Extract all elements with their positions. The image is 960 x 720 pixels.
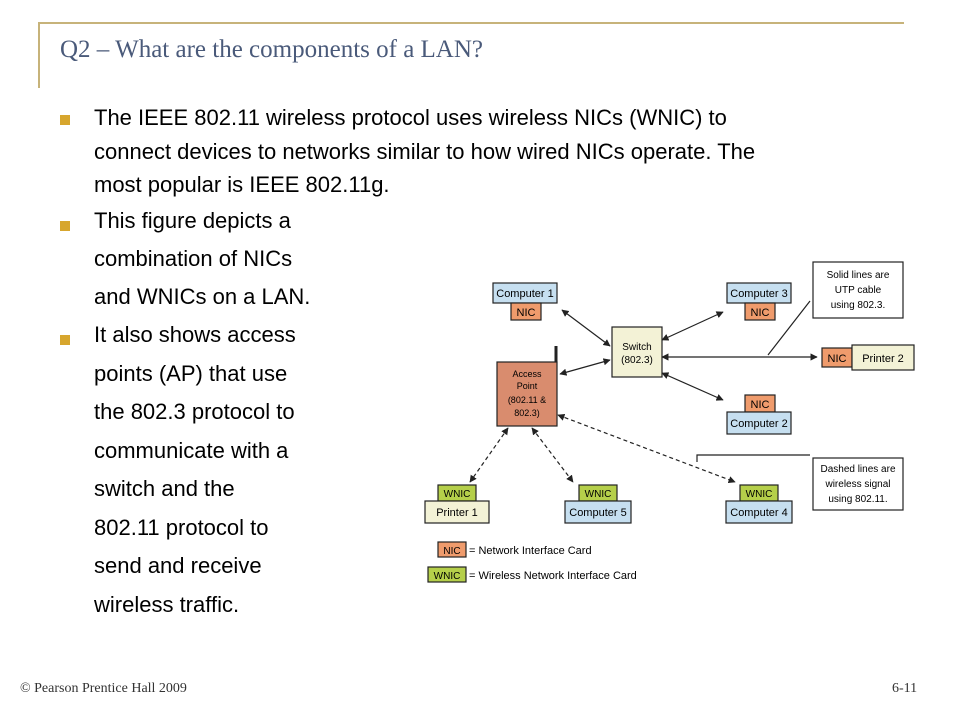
computer-3-nic bbox=[744, 302, 776, 321]
wireless-ap-printer1 bbox=[469, 427, 509, 483]
title-rule bbox=[38, 22, 904, 24]
computer-3-label: Computer 3 bbox=[730, 288, 787, 300]
computer-1-node: Computer 1 NIC bbox=[492, 282, 558, 321]
note-solid-line-2: UTP cable bbox=[835, 285, 882, 296]
legend-nic-text: = Network Interface Card bbox=[469, 545, 592, 557]
title-side-rule bbox=[38, 22, 40, 88]
printer-1-wnic-label: WNIC bbox=[444, 489, 471, 500]
legend-nic-swatch-label: NIC bbox=[443, 546, 460, 557]
printer-2-nic-label: NIC bbox=[828, 353, 847, 365]
note-dashed-line-2: wireless signal bbox=[824, 479, 890, 490]
slide-title: Q2 – What are the components of a LAN? bbox=[60, 36, 484, 63]
printer-2-label: Printer 2 bbox=[862, 353, 904, 365]
bullet-2-line-2: combination of NICs bbox=[94, 246, 293, 271]
cable-links bbox=[554, 300, 818, 462]
note-solid-line-3: using 802.3. bbox=[831, 300, 886, 311]
computer-1-nic-label: NIC bbox=[517, 307, 536, 319]
computer-1-nic bbox=[510, 302, 542, 321]
bullet-3-line-1: It also shows access bbox=[94, 322, 296, 347]
bullet-3-line-5: switch and the bbox=[94, 476, 235, 501]
switch-node: Switch (802.3) bbox=[611, 326, 663, 378]
footer-copyright: © Pearson Prentice Hall 2009 bbox=[20, 681, 187, 696]
bullet-3-line-7: send and receive bbox=[94, 553, 262, 578]
printer-1-label: Printer 1 bbox=[436, 507, 478, 519]
note-dashed-line-3: using 802.11. bbox=[828, 494, 887, 505]
switch-label-line-1: Switch bbox=[622, 342, 651, 353]
bullet-3-line-6: 802.11 protocol to bbox=[94, 515, 269, 540]
computer-1-label: Computer 1 bbox=[496, 288, 553, 300]
bullet-3-line-8: wireless traffic. bbox=[94, 592, 240, 617]
legend-wnic-swatch-label: WNIC bbox=[434, 571, 461, 582]
bullet-marker bbox=[60, 221, 70, 231]
computer-4-node: WNIC Computer 4 bbox=[725, 484, 793, 524]
bullet-1-line-3: most popular is IEEE 802.11g. bbox=[94, 172, 390, 197]
bullet-3-line-4: communicate with a bbox=[94, 438, 289, 463]
link-computer1-switch bbox=[561, 309, 611, 347]
note-solid-line-1: Solid lines are bbox=[827, 270, 890, 281]
note-dashed-lines: Dashed lines are wireless signal using 8… bbox=[812, 457, 904, 511]
computer-3-nic-label: NIC bbox=[751, 307, 770, 319]
bullet-1-line-1: The IEEE 802.11 wireless protocol uses w… bbox=[94, 105, 727, 130]
bullet-2-line-3: and WNICs on a LAN. bbox=[94, 284, 311, 309]
computer-2-label: Computer 2 bbox=[730, 418, 787, 430]
computer-3-node: Computer 3 NIC bbox=[726, 282, 792, 321]
note-dashed-pointer bbox=[696, 454, 810, 462]
legend-wnic-text: = Wireless Network Interface Card bbox=[469, 570, 637, 582]
switch-label-line-2: (802.3) bbox=[621, 355, 653, 366]
computer-5-label: Computer 5 bbox=[569, 507, 626, 519]
computer-5-node: WNIC Computer 5 bbox=[564, 484, 632, 524]
legend-wnic-swatch bbox=[427, 566, 467, 583]
wireless-links bbox=[469, 413, 736, 484]
computer-4-wnic-label: WNIC bbox=[746, 489, 773, 500]
wireless-ap-computer4 bbox=[557, 413, 736, 484]
wireless-ap-computer5 bbox=[531, 427, 574, 483]
bullet-1-line-2: connect devices to networks similar to h… bbox=[94, 139, 756, 164]
link-computer3-switch bbox=[661, 311, 724, 341]
bullet-marker bbox=[60, 115, 70, 125]
computer-5-wnic-label: WNIC bbox=[585, 489, 612, 500]
footer-page-number: 6-11 bbox=[892, 681, 918, 696]
bullet-marker bbox=[60, 335, 70, 345]
bullet-2-line-1: This figure depicts a bbox=[94, 208, 291, 233]
access-point-label-line-1: Access bbox=[512, 369, 542, 379]
computer-2-nic-label: NIC bbox=[751, 399, 770, 411]
access-point-label-line-3: (802.11 & bbox=[508, 395, 546, 405]
diagram-legend: NIC = Network Interface Card WNIC = Wire… bbox=[427, 541, 637, 583]
access-point-label-line-2: Point bbox=[517, 381, 538, 391]
link-computer2-switch bbox=[661, 372, 724, 401]
note-dashed-line-1: Dashed lines are bbox=[820, 464, 895, 475]
printer-2-node: NIC Printer 2 bbox=[821, 344, 915, 371]
bullet-3-line-2: points (AP) that use bbox=[94, 361, 288, 386]
access-point-label-line-4: 802.3) bbox=[514, 408, 540, 418]
printer-1-node: WNIC Printer 1 bbox=[424, 484, 490, 524]
computer-2-node: NIC Computer 2 bbox=[726, 394, 792, 435]
legend-nic-swatch bbox=[437, 541, 467, 558]
note-solid-pointer bbox=[767, 300, 811, 356]
access-point-node: Access Point (802.11 & 802.3) bbox=[496, 361, 558, 427]
bullet-3-line-3: the 802.3 protocol to bbox=[94, 399, 295, 424]
computer-4-label: Computer 4 bbox=[730, 507, 787, 519]
note-solid-lines: Solid lines are UTP cable using 802.3. bbox=[812, 261, 904, 319]
link-ap-switch bbox=[559, 358, 611, 376]
